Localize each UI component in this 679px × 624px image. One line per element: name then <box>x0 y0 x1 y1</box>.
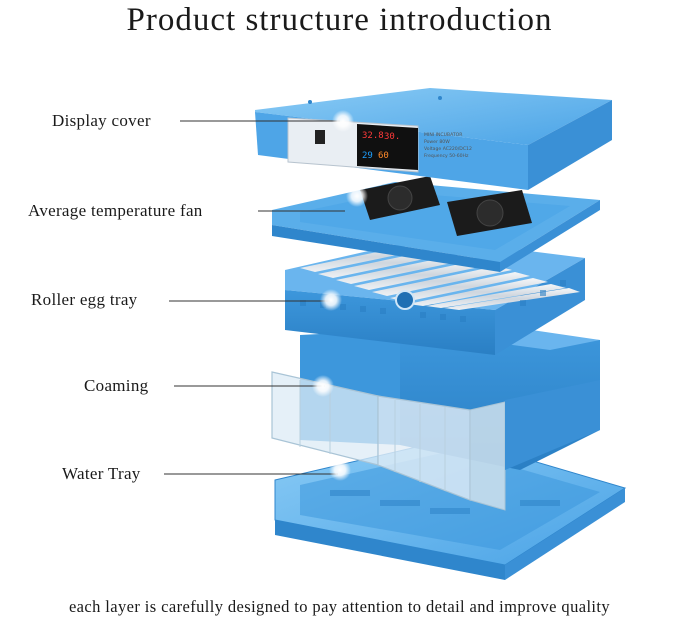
label-display-cover: Display cover <box>52 111 151 130</box>
panel-model: MINI INCUBATOR <box>424 132 463 138</box>
label-roller-tray: Roller egg tray <box>31 290 138 309</box>
label-coaming: Coaming <box>84 376 149 395</box>
water-tray-layer <box>274 437 627 580</box>
caption: each layer is carefully designed to pay … <box>68 597 611 616</box>
page-title: Product structure introduction <box>126 2 553 38</box>
fan-left <box>360 176 440 220</box>
panel-power: Power 80W <box>424 139 450 145</box>
panel-frequency: Frequency 50-60Hz <box>424 153 469 159</box>
svg-text:29: 29 <box>362 151 373 161</box>
display-cover-layer: 32.8 30. 29 60 MINI INCUBATOR Power 80W … <box>255 88 612 190</box>
svg-text:60: 60 <box>378 151 389 161</box>
label-water-tray: Water Tray <box>62 464 141 483</box>
svg-text:30.: 30. <box>384 132 400 142</box>
fan-right <box>447 190 532 236</box>
label-fan: Average temperature fan <box>28 201 203 220</box>
svg-text:32.8: 32.8 <box>362 131 384 141</box>
leader-lines <box>164 120 345 475</box>
panel-voltage: Voltage AC220/DC12 <box>424 146 472 152</box>
leader-endpoints <box>312 110 368 481</box>
